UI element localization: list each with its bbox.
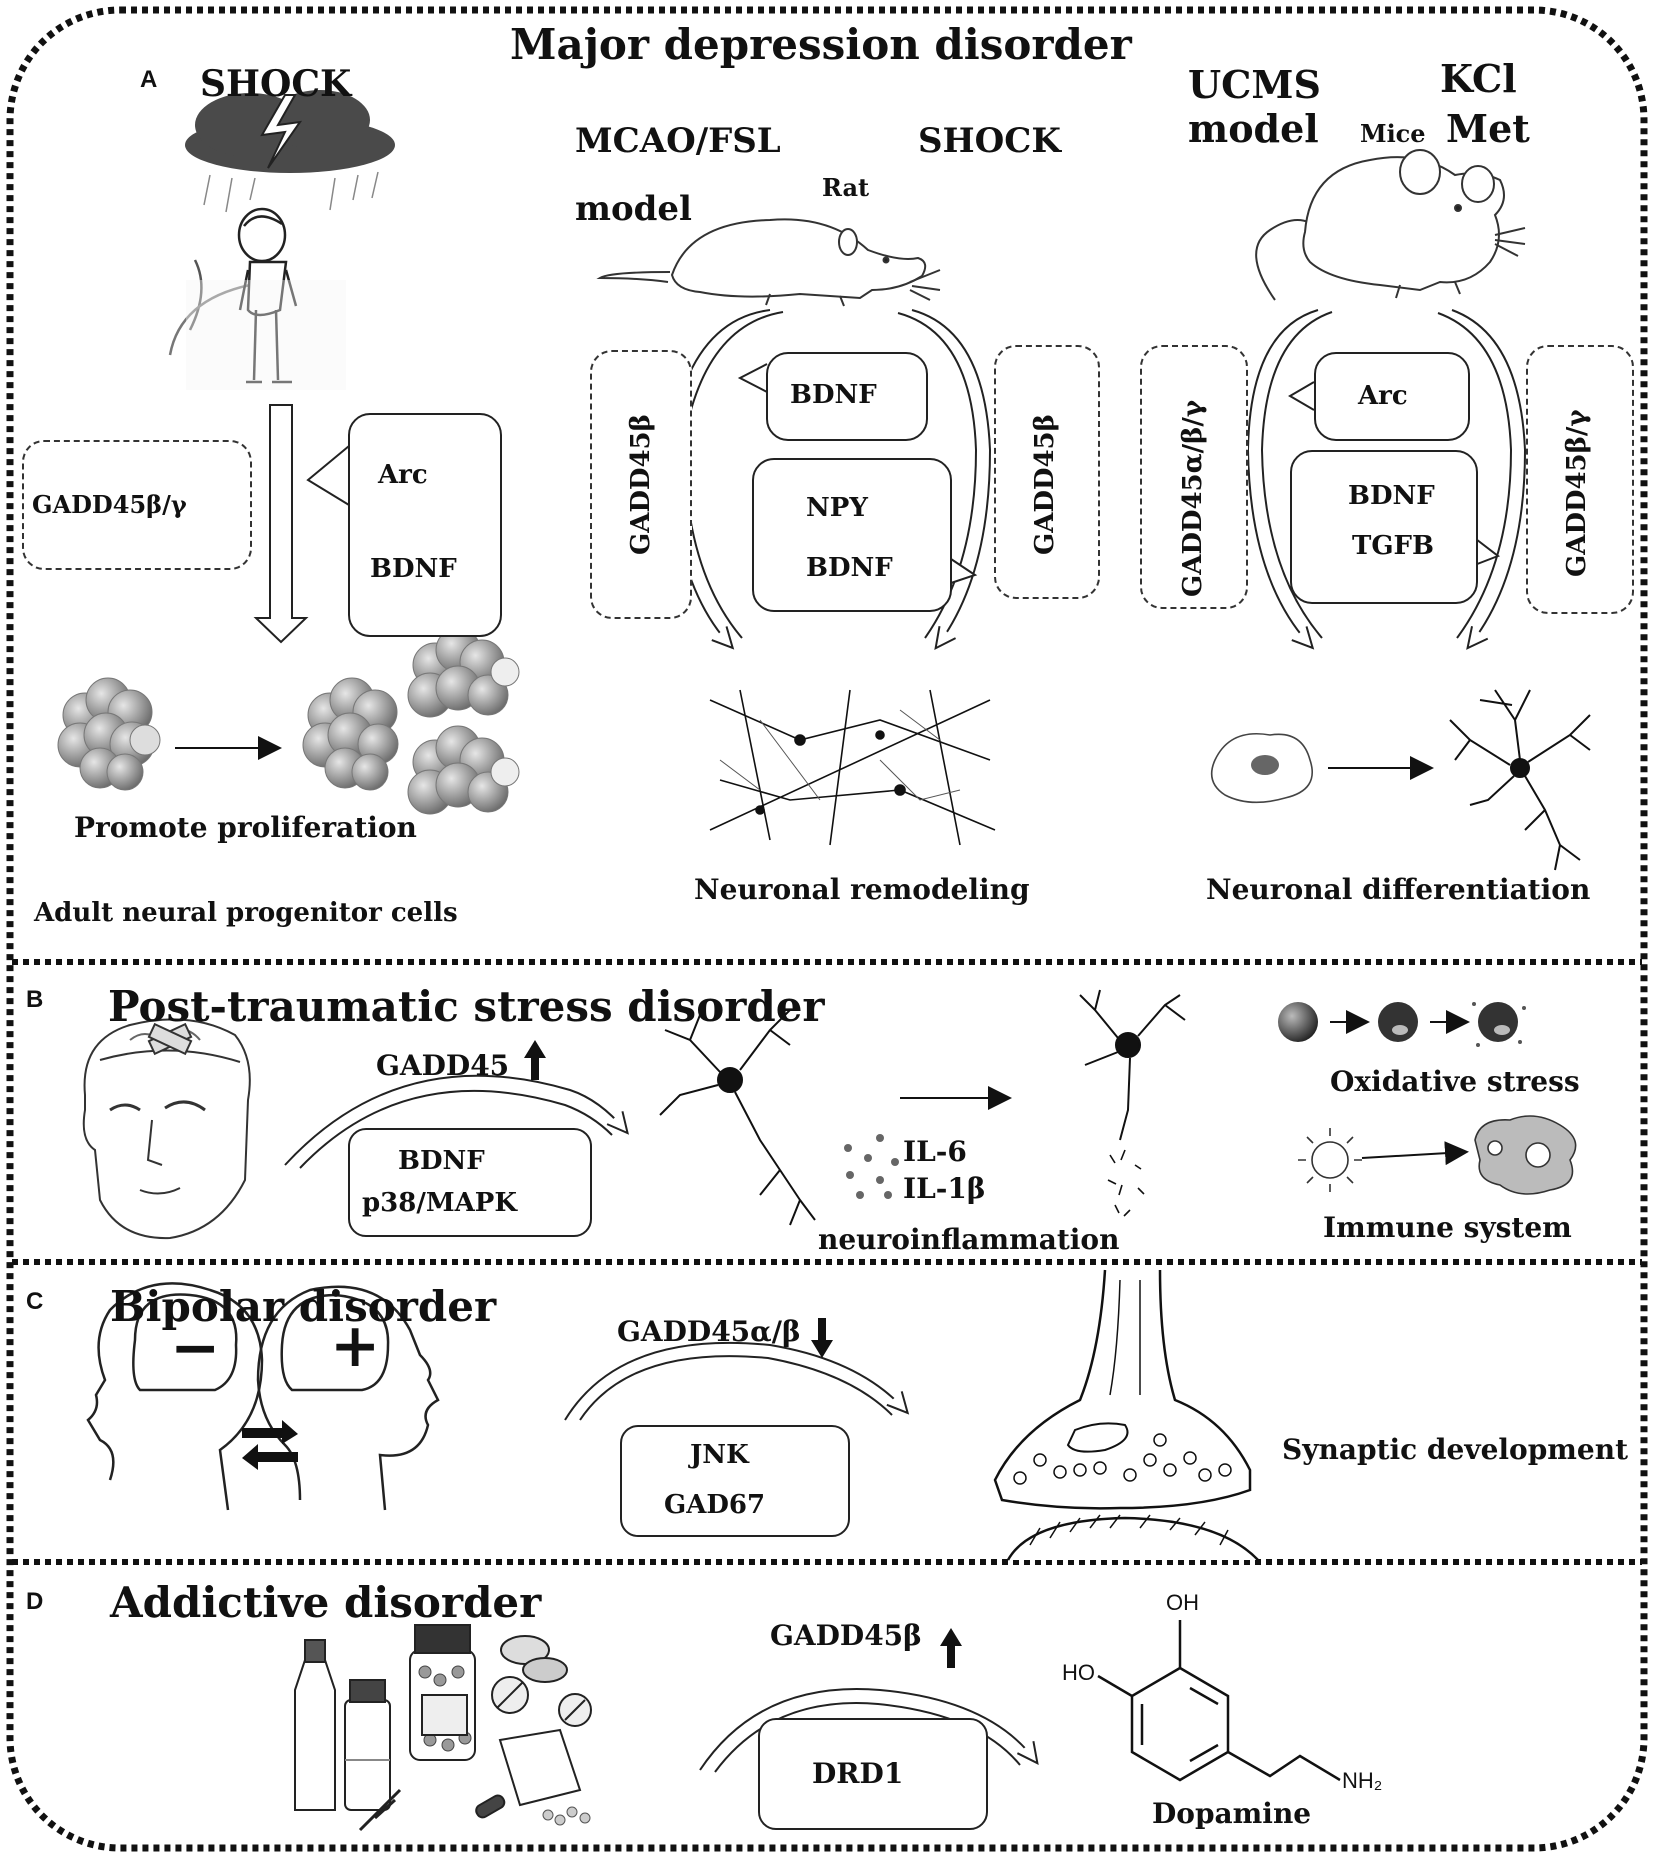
jnk-gad67-box (620, 1425, 850, 1537)
differentiated-neuron-icon (1449, 689, 1591, 871)
bipolar-gadd45-label: GADD45α/β (617, 1315, 801, 1348)
npy-bdnf-bubble (752, 458, 952, 612)
panel-letter-a: A (140, 66, 158, 93)
ptsd-gadd45-label: GADD45 (376, 1049, 510, 1082)
gadd45-abg-box (1140, 345, 1248, 609)
promote-proliferation-label: Promote proliferation (74, 811, 417, 844)
bipolar-curved-arrow (564, 1341, 910, 1421)
immune-system-icon (1298, 1115, 1577, 1195)
outer-frame (6, 6, 1648, 1852)
oxidative-stress-label: Oxidative stress (1330, 1065, 1580, 1098)
divided-cell-cluster-top (407, 627, 520, 718)
sad-person-icon (168, 207, 298, 384)
ucms-label: UCMS (1188, 62, 1321, 107)
model-label-mid: model (575, 189, 692, 229)
dopamine-nh2-label: NH₂ (1342, 1768, 1383, 1793)
bdnf-p38-box (348, 1128, 592, 1237)
head-with-bandage-icon (82, 1018, 251, 1240)
gadd45-beta-gamma-label: GADD45β/γ (32, 490, 187, 519)
undifferentiated-cell-icon (1210, 733, 1313, 804)
il6-label: IL-6 (903, 1135, 967, 1168)
bdnf-down-label: BDNF (790, 380, 877, 410)
gadd45-beta-vertical-mid-right: GADD45β (1030, 414, 1060, 556)
met-label: Met (1446, 106, 1530, 151)
gadd45-beta-box-mid-left (590, 350, 692, 619)
mcao-fsl-label: MCAO/FSL (575, 121, 781, 161)
synapse-icon (993, 1269, 1259, 1561)
arc-bdnf-bubble (348, 413, 502, 637)
arc-right-label: Arc (1358, 381, 1408, 411)
oxidative-stress-icon (1278, 1002, 1526, 1047)
swap-arrows-icon (242, 1420, 298, 1470)
ptsd-curved-arrow (284, 1074, 629, 1166)
neuronal-remodeling-label: Neuronal remodeling (694, 873, 1030, 906)
bdnf-tgfb-bubble (1290, 450, 1478, 604)
mice-label: Mice (1360, 119, 1426, 148)
npy-label: NPY (806, 493, 868, 523)
gadd45-beta-box-mid-right (994, 345, 1100, 599)
panel-letter-b: B (26, 986, 44, 1013)
panel-c-title: Bipolar disorder (110, 1282, 497, 1331)
gadd45-beta-gamma-box-left (22, 440, 252, 570)
proliferated-cell-cluster (302, 677, 399, 791)
neuroinflammation-label: neuroinflammation (818, 1223, 1120, 1256)
gad67-label: GAD67 (664, 1490, 766, 1520)
divided-cell-cluster-bottom (407, 725, 520, 815)
neuron-network-image (706, 685, 996, 846)
ptsd-bdnf-label: BDNF (398, 1146, 485, 1176)
neuron-icon (659, 1009, 816, 1226)
neuronal-differentiation-label: Neuronal differentiation (1206, 873, 1591, 906)
proliferation-arrow (253, 404, 309, 644)
arc-label: Arc (378, 460, 428, 490)
kcl-label: KCl (1440, 56, 1517, 101)
cytokine-dots (844, 1134, 899, 1199)
plus-sign: + (330, 1311, 381, 1381)
adult-progenitor-label: Adult neural progenitor cells (34, 898, 458, 928)
shock-label-left: SHOCK (200, 63, 352, 105)
panel-a-title: Major depression disorder (510, 20, 1132, 69)
dopamine-label: Dopamine (1152, 1797, 1312, 1830)
synaptic-development-label: Synaptic development (1282, 1433, 1629, 1466)
progenitor-cell-cluster (57, 677, 161, 791)
immune-system-label: Immune system (1323, 1211, 1572, 1244)
tgfb-label: TGFB (1352, 531, 1434, 561)
il1b-label: IL-1β (903, 1172, 986, 1205)
ptsd-p38-label: p38/MAPK (362, 1188, 517, 1218)
addiction-gadd45-label: GADD45β (770, 1619, 922, 1652)
storm-cloud-icon (185, 90, 395, 213)
arc-down-bubble (1314, 352, 1470, 441)
curved-arrow-right (911, 309, 992, 651)
panel-letter-d: D (26, 1588, 44, 1615)
ucms-model-label: model (1188, 106, 1319, 151)
gadd45-beta-gamma-vertical-right: GADD45β/γ (1562, 409, 1592, 577)
bdnf-up-label: BDNF (806, 553, 893, 583)
shock-label-mid: SHOCK (918, 121, 1061, 161)
drugs-and-pills-icon (294, 1624, 592, 1832)
damaged-neuron-icon (1079, 989, 1186, 1217)
bdnf-down-bubble (766, 352, 928, 441)
panel-letter-c: C (26, 1288, 44, 1315)
rat-label: Rat (822, 173, 870, 202)
addiction-curved-arrow (699, 1688, 1039, 1771)
mouse-icon (1255, 149, 1526, 301)
drd1-box (758, 1718, 988, 1830)
gadd45-beta-vertical-mid-left: GADD45β (626, 414, 656, 556)
panel-d-title: Addictive disorder (110, 1578, 542, 1627)
dopamine-structure (1097, 1620, 1341, 1782)
drd1-label: DRD1 (812, 1757, 904, 1790)
dopamine-ho-label: HO (1062, 1660, 1095, 1685)
jnk-label: JNK (690, 1440, 749, 1470)
rat-icon (596, 218, 941, 307)
gadd45-beta-gamma-box-right (1526, 345, 1634, 614)
panel-b-title: Post-traumatic stress disorder (108, 982, 825, 1031)
gadd45-abg-vertical: GADD45α/β/γ (1178, 399, 1208, 597)
minus-sign: − (170, 1313, 221, 1383)
bdnf-label-left: BDNF (370, 554, 457, 584)
bdnf-right-label: BDNF (1348, 481, 1435, 511)
head-profile-minus-icon (86, 1282, 264, 1511)
dopamine-oh-label: OH (1166, 1590, 1199, 1615)
